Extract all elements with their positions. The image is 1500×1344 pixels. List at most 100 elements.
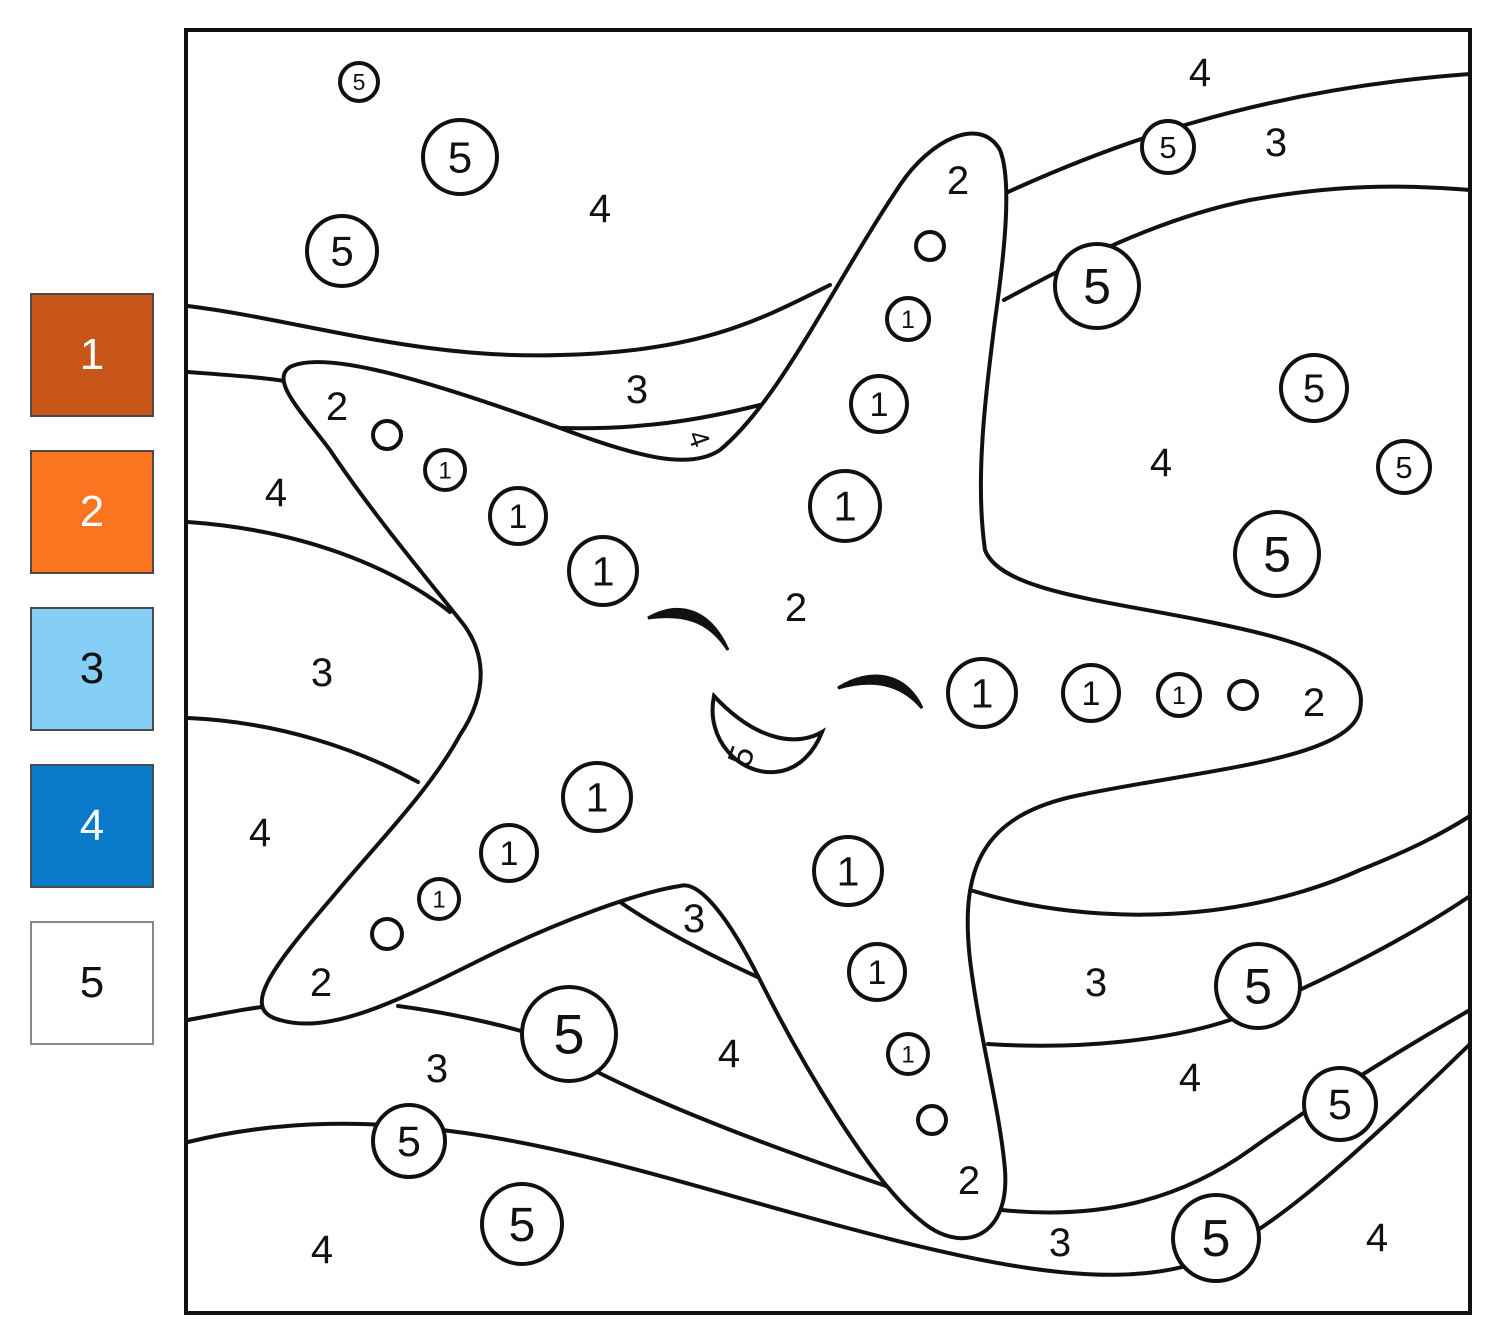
left-eye-icon	[647, 608, 730, 651]
bubble	[421, 118, 499, 196]
spot-number: 1	[833, 483, 856, 530]
region-number-background-right-lower: 4	[1179, 1056, 1201, 1100]
spot	[479, 823, 539, 883]
region-number-wave-left: 3	[311, 651, 333, 695]
bubble	[1233, 510, 1321, 598]
bubble-number: 5	[1159, 130, 1176, 165]
starfish-outline	[259, 131, 1363, 1241]
spot	[914, 230, 946, 262]
bubble-number: 5	[553, 1003, 584, 1066]
wave-lines	[186, 72, 1472, 1277]
mouth	[710, 691, 826, 775]
spots	[370, 230, 1259, 1136]
region-number-star-tip-bottom-left: 2	[310, 961, 332, 1005]
bubble-number: 5	[1202, 1210, 1231, 1268]
bubble	[480, 1182, 564, 1266]
wave-line-top-3	[558, 403, 762, 431]
bubble	[305, 214, 379, 288]
bubble-number: 5	[1303, 367, 1325, 411]
region-number-star-tip-right: 2	[1303, 681, 1325, 725]
spot	[885, 296, 931, 342]
spot	[946, 657, 1018, 729]
bubble-number: 5	[1263, 527, 1291, 583]
wave-line-left-1	[186, 520, 452, 614]
bubble	[1140, 119, 1196, 175]
region-number-wave-top-right: 3	[1265, 121, 1287, 165]
spot-number: 1	[586, 774, 609, 820]
spot-number: 1	[837, 848, 860, 894]
spot-number: 1	[592, 548, 615, 594]
spot	[812, 835, 884, 907]
region-number-background-bottom-left: 4	[311, 1228, 333, 1272]
spot-number: 1	[1082, 675, 1101, 713]
spot	[417, 877, 461, 921]
legend-number-4: 4	[79, 801, 105, 850]
wave-line-top-1	[186, 283, 832, 358]
wave-line-bottom-right-1	[1000, 1008, 1472, 1215]
region-number-star-tip-bottom: 2	[958, 1159, 980, 1203]
bubble	[520, 985, 618, 1083]
region-number-background-right: 4	[1189, 51, 1211, 95]
spot-number: 1	[901, 306, 915, 334]
bubble	[1376, 439, 1432, 495]
wave-line-under-star-1	[618, 900, 766, 982]
spot	[1061, 663, 1121, 723]
bubble-number: 5	[1083, 259, 1111, 315]
legend-swatch-4[interactable]: 4	[30, 764, 154, 888]
spot-number: 1	[901, 1041, 914, 1068]
spot	[370, 917, 404, 951]
spot	[567, 535, 639, 607]
legend-number-3: 3	[79, 644, 105, 693]
color-legend: 1 2 3 4 5	[30, 293, 158, 1078]
wave-line-left-2	[186, 716, 420, 784]
spot	[488, 486, 548, 546]
region-number-background-left-lower: 4	[249, 811, 271, 855]
bubble	[338, 61, 380, 103]
legend-swatch-2[interactable]: 2	[30, 450, 154, 574]
region-number-wave-under-star: 3	[683, 897, 705, 941]
region-number-wave-right: 3	[1085, 961, 1107, 1005]
region-number-background-left-upper: 4	[265, 471, 287, 515]
spot	[561, 761, 633, 833]
spot-number: 1	[868, 954, 887, 992]
picture-frame	[184, 28, 1472, 1315]
bubble-number: 5	[1328, 1081, 1352, 1129]
wave-line-mid-right-1	[968, 814, 1472, 917]
bubble-number: 5	[448, 134, 472, 183]
region-number-star-tip-top: 2	[947, 159, 969, 203]
legend-swatch-1[interactable]: 1	[30, 293, 154, 417]
bubble	[1053, 242, 1141, 330]
spot	[847, 942, 907, 1002]
wave-line-bottom-right-2	[186, 1042, 1472, 1277]
spot-number: 1	[438, 457, 451, 484]
bubbles	[305, 61, 1432, 1283]
spot	[849, 374, 909, 434]
bubble-number: 5	[397, 1118, 421, 1166]
region-number-wave-top: 3	[626, 368, 648, 412]
region-number-background-bottom-right: 4	[1366, 1216, 1388, 1260]
spot-number: 1	[500, 835, 519, 873]
bubble	[1302, 1066, 1378, 1142]
spot	[423, 448, 467, 492]
wave-line-right-1	[1006, 72, 1472, 194]
legend-number-5: 5	[79, 958, 105, 1007]
bubble-number: 5	[1395, 450, 1412, 485]
region-number-background-top: 4	[589, 187, 611, 231]
legend-number-2: 2	[79, 487, 105, 536]
bubble-number: 5	[353, 69, 366, 95]
region-number-star-tip-left: 2	[326, 385, 348, 429]
spot-number: 1	[432, 886, 445, 913]
legend-swatch-3[interactable]: 3	[30, 607, 154, 731]
region-number-wave-bottom-left: 3	[426, 1047, 448, 1091]
spot	[371, 419, 403, 451]
bubble-number: 5	[1244, 959, 1272, 1015]
spot	[886, 1032, 930, 1076]
bubble	[1279, 353, 1349, 423]
legend-swatch-5[interactable]: 5	[30, 921, 154, 1045]
spot	[1156, 672, 1202, 718]
region-number-wave-top-small: 4	[682, 426, 716, 451]
right-eye-icon	[837, 674, 924, 709]
region-number-wave-bottom-right: 3	[1049, 1221, 1071, 1265]
